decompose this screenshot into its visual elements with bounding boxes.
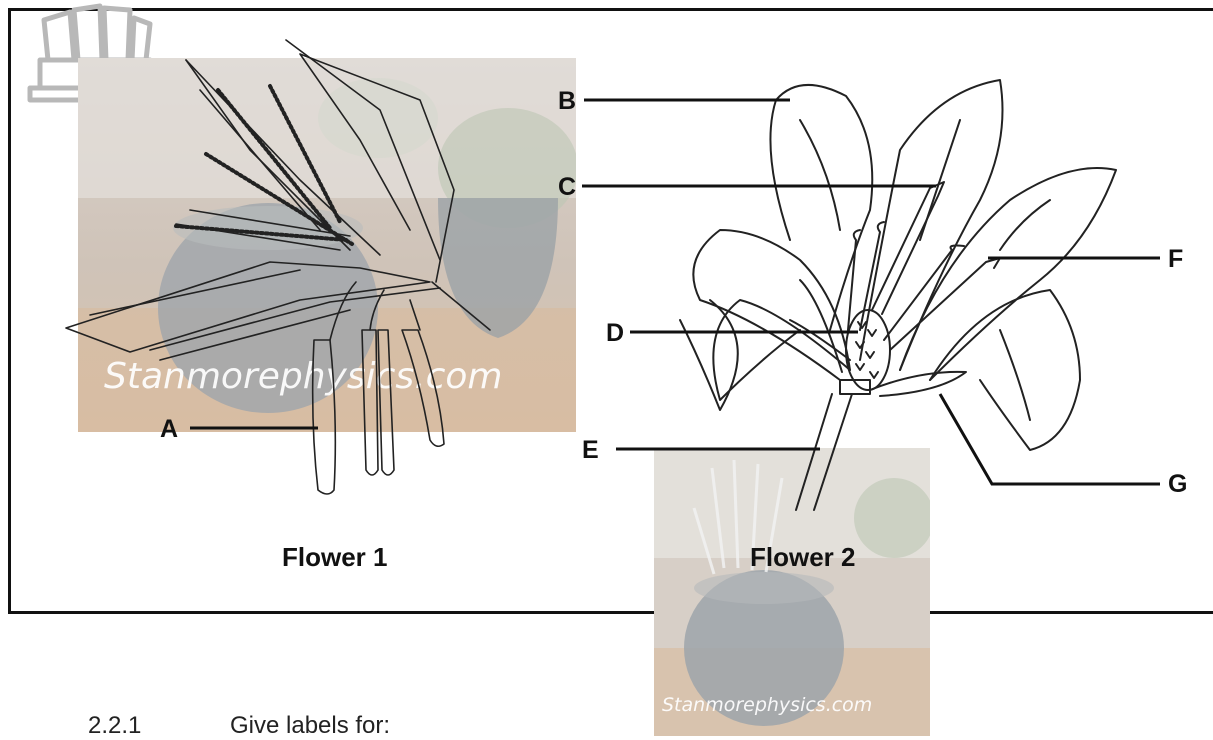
caption-flower-2: Flower 2 xyxy=(750,544,855,570)
label-c: C xyxy=(558,175,576,200)
label-g: G xyxy=(1168,472,1187,497)
flower-1-drawing xyxy=(66,40,490,494)
caption-flower-1: Flower 1 xyxy=(282,544,387,570)
label-e: E xyxy=(582,438,599,463)
label-b: B xyxy=(558,89,576,114)
question-text: Give labels for: xyxy=(230,712,390,739)
flower-2-drawing xyxy=(680,80,1116,510)
pointer-line-g xyxy=(940,394,1160,484)
label-d: D xyxy=(606,321,624,346)
label-f: F xyxy=(1168,247,1183,272)
label-a: A xyxy=(160,417,178,442)
